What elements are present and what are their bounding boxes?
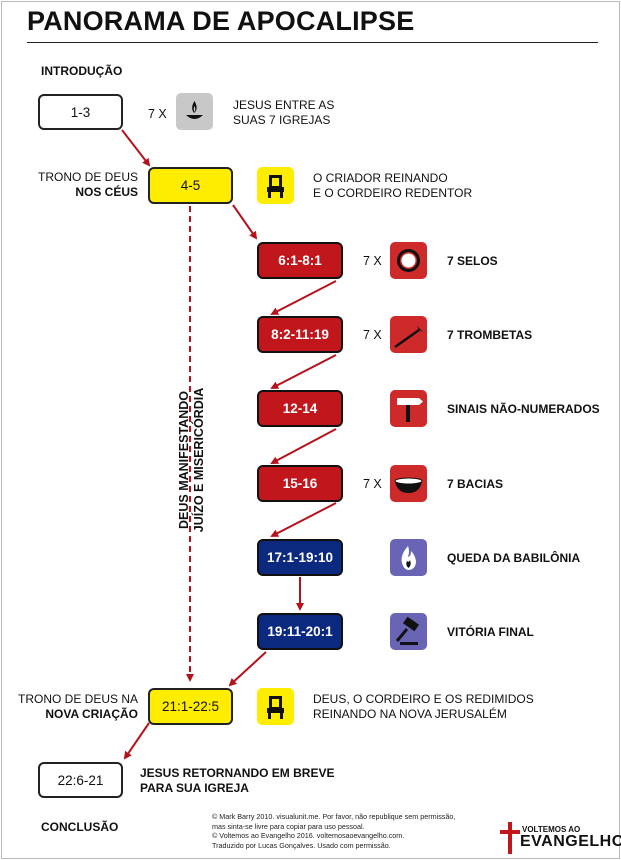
introduction-label: INTRODUÇÃO (41, 64, 123, 78)
ref-box-babylon: 17:1-19:10 (257, 539, 343, 576)
bowl-icon (390, 465, 427, 502)
desc-signs: SINAIS NÃO-NUMERADOS (447, 402, 600, 416)
signpost-icon (390, 390, 427, 427)
ref-box-bowls: 15-16 (257, 465, 343, 502)
page-title: PANORAMA DE APOCALIPSE (27, 6, 415, 36)
throne-icon (257, 688, 294, 725)
lampstand-icon (176, 93, 213, 130)
ref-box-return: 22:6-21 (38, 762, 123, 798)
ref-box-intro: 1-3 (38, 94, 123, 130)
title-divider (27, 42, 598, 43)
ref-box-throne1: 4-5 (148, 167, 233, 204)
times-label-seals: 7 X (363, 254, 382, 268)
desc-bowls: 7 BACIAS (447, 477, 504, 491)
credits: © Mark Barry 2010. visualunit.me. Por fa… (212, 812, 456, 850)
desc-seals: 7 SELOS (447, 254, 498, 268)
trumpet-icon (390, 316, 427, 353)
conclusion-label: CONCLUSÃO (41, 820, 119, 834)
ref-box-seals: 6:1-8:1 (257, 242, 343, 279)
ref-box-trumpets: 8:2-11:19 (257, 316, 343, 353)
desc-babylon: QUEDA DA BABILÔNIA (447, 551, 581, 565)
logo-small-text: VOLTEMOS AO (522, 825, 581, 834)
times-label-trumpets: 7 X (363, 328, 382, 342)
cross-icon (500, 822, 520, 854)
ref-box-victory: 19:11-20:1 (257, 613, 343, 650)
times-label-intro: 7 X (148, 107, 167, 121)
ref-box-throne2: 21:1-22:5 (148, 688, 233, 725)
desc-victory: VITÓRIA FINAL (447, 625, 534, 639)
times-label-bowls: 7 X (363, 477, 382, 491)
throne-icon (257, 167, 294, 204)
fire-icon (390, 539, 427, 576)
logo-large-text: EVANGELHO (520, 833, 621, 850)
ref-box-signs: 12-14 (257, 390, 343, 427)
desc-trumpets: 7 TROMBETAS (447, 328, 533, 342)
seal-icon (390, 242, 427, 279)
gavel-icon (390, 613, 427, 650)
